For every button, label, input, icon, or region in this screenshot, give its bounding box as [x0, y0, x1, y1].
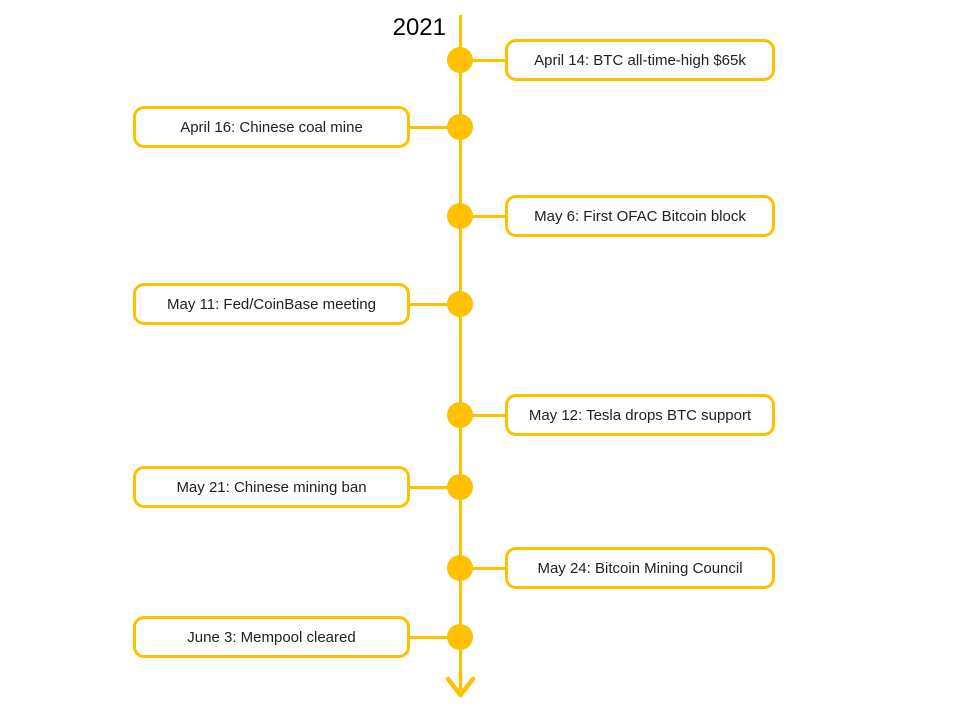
timeline-axis-line — [459, 15, 462, 677]
timeline-year-label: 2021 — [392, 14, 446, 41]
event-label: May 6: First OFAC Bitcoin block — [534, 207, 746, 225]
event-node-circle — [447, 474, 473, 500]
event-connector-line — [409, 635, 460, 639]
event-node-circle — [447, 291, 473, 317]
event-connector-line — [460, 566, 507, 570]
timeline-arrowhead-icon — [445, 672, 476, 698]
event-node-circle — [447, 402, 473, 428]
event-node-circle — [447, 47, 473, 73]
event-box-chinese-mining-ban: May 21: Chinese mining ban — [133, 466, 410, 508]
event-label: June 3: Mempool cleared — [187, 628, 356, 646]
event-box-btc-ath: April 14: BTC all-time-high $65k — [505, 39, 775, 81]
event-connector-line — [460, 58, 507, 62]
event-label: April 14: BTC all-time-high $65k — [534, 51, 746, 69]
event-node-circle — [447, 555, 473, 581]
event-node-circle — [447, 114, 473, 140]
event-label: May 12: Tesla drops BTC support — [528, 406, 752, 424]
event-connector-line — [409, 125, 460, 129]
event-connector-line — [460, 413, 507, 417]
event-label: May 24: Bitcoin Mining Council — [537, 559, 743, 577]
event-box-mempool-cleared: June 3: Mempool cleared — [133, 616, 410, 658]
event-label: May 21: Chinese mining ban — [176, 478, 367, 496]
event-node-circle — [447, 203, 473, 229]
event-box-chinese-coal-mine: April 16: Chinese coal mine — [133, 106, 410, 148]
event-box-fed-coinbase-meeting: May 11: Fed/CoinBase meeting — [133, 283, 410, 325]
event-box-ofac-block: May 6: First OFAC Bitcoin block — [505, 195, 775, 237]
event-connector-line — [409, 302, 460, 306]
event-box-bitcoin-mining-council: May 24: Bitcoin Mining Council — [505, 547, 775, 589]
event-label: April 16: Chinese coal mine — [180, 118, 363, 136]
event-connector-line — [460, 214, 507, 218]
event-box-tesla-drops-btc: May 12: Tesla drops BTC support — [505, 394, 775, 436]
event-node-circle — [447, 624, 473, 650]
event-connector-line — [409, 485, 460, 489]
event-label: May 11: Fed/CoinBase meeting — [167, 295, 376, 313]
